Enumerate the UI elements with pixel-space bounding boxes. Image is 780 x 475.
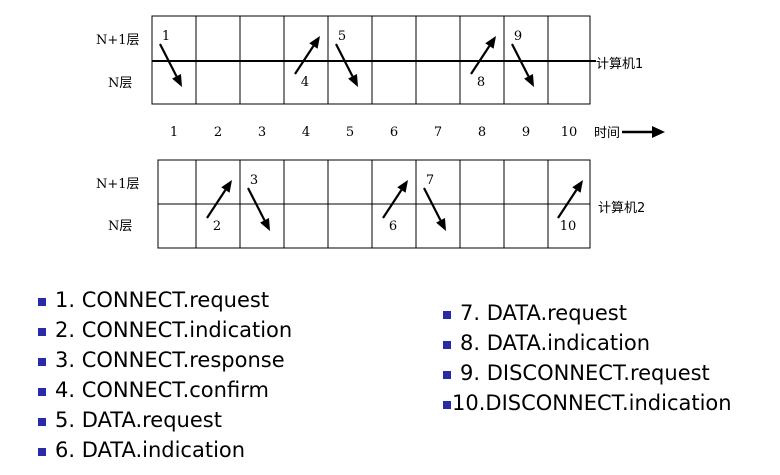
event-number-label: 2 bbox=[213, 219, 221, 234]
arrowhead-icon bbox=[260, 218, 270, 231]
computer-2-grid: 2 3 6 7 10 bbox=[157, 159, 591, 249]
computer-1-label: 计算机1 bbox=[596, 57, 643, 72]
c1-upper-layer-label: N+1层 bbox=[96, 33, 140, 48]
time-tick-label: 6 bbox=[390, 125, 398, 140]
time-tick-label: 5 bbox=[346, 125, 354, 140]
time-tick-label: 8 bbox=[478, 125, 486, 140]
event-1: 1 bbox=[159, 29, 182, 87]
arrow-down-icon bbox=[423, 187, 442, 221]
arrow-up-icon bbox=[294, 45, 315, 75]
arrow-down-icon bbox=[335, 43, 354, 77]
time-tick-label: 2 bbox=[214, 125, 222, 140]
time-tick-label: 10 bbox=[561, 125, 578, 140]
arrow-down-icon bbox=[247, 187, 266, 221]
event-8: 8 bbox=[470, 36, 496, 90]
event-number-label: 1 bbox=[162, 29, 170, 44]
legend-item-label: 7. DATA.request bbox=[460, 301, 627, 325]
arrow-up-icon bbox=[206, 189, 227, 219]
arrow-up-icon bbox=[557, 189, 578, 219]
legend-item-label: 10.DISCONNECT.indication bbox=[452, 391, 732, 415]
event-5: 5 bbox=[335, 29, 358, 87]
arrow-up-icon bbox=[470, 45, 491, 75]
computer-2-label: 计算机2 bbox=[598, 201, 645, 216]
event-number-label: 4 bbox=[301, 75, 309, 90]
legend-item-label: 5. DATA.request bbox=[55, 408, 222, 432]
event-2: 2 bbox=[206, 180, 232, 234]
event-4: 4 bbox=[294, 36, 320, 90]
time-tick-label: 3 bbox=[258, 125, 266, 140]
legend-item-label: 4. CONNECT.confirm bbox=[55, 378, 269, 402]
event-number-label: 10 bbox=[560, 219, 577, 234]
legend-item-label: 8. DATA.indication bbox=[460, 331, 651, 355]
arrowhead-icon bbox=[221, 180, 232, 193]
legend-item: 5. DATA.request bbox=[38, 405, 292, 435]
legend-item: 2. CONNECT.indication bbox=[38, 315, 292, 345]
legend-item-label: 2. CONNECT.indication bbox=[55, 318, 293, 342]
square-bullet-icon bbox=[443, 401, 451, 409]
c2-lower-layer-label: N层 bbox=[108, 219, 132, 234]
event-number-label: 8 bbox=[477, 75, 485, 90]
time-axis-label: 时间 bbox=[594, 126, 620, 141]
legend-item: 7. DATA.request bbox=[443, 298, 732, 328]
square-bullet-icon bbox=[38, 418, 46, 426]
legend-item: 9. DISCONNECT.request bbox=[443, 358, 732, 388]
legend-item: 10.DISCONNECT.indication bbox=[443, 388, 732, 418]
legend-item-label: 1. CONNECT.request bbox=[55, 288, 270, 312]
square-bullet-icon bbox=[38, 298, 46, 306]
arrowhead-icon bbox=[309, 36, 320, 49]
arrowhead-icon bbox=[485, 36, 496, 49]
legend-item: 1. CONNECT.request bbox=[38, 285, 292, 315]
time-tick-label: 7 bbox=[434, 125, 442, 140]
event-number-label: 5 bbox=[338, 29, 346, 44]
arrow-down-icon bbox=[159, 43, 178, 77]
computer-1-grid: 1 4 5 8 9 bbox=[151, 15, 596, 105]
time-tick-label: 1 bbox=[170, 125, 178, 140]
square-bullet-icon bbox=[443, 311, 451, 319]
layer-labels: N+1层 N层 计算机1 N+1层 N层 计算机2 bbox=[96, 33, 645, 234]
legend-item: 6. DATA.indication bbox=[38, 435, 292, 465]
event-number-label: 9 bbox=[514, 29, 522, 44]
event-number-label: 6 bbox=[389, 219, 397, 234]
legend-right: 7. DATA.request 8. DATA.indication 9. DISC… bbox=[443, 298, 732, 418]
square-bullet-icon bbox=[443, 341, 451, 349]
event-10: 10 bbox=[557, 180, 583, 234]
event-9: 9 bbox=[511, 29, 534, 87]
arrowhead-icon bbox=[397, 180, 408, 193]
time-arrow-icon bbox=[622, 126, 665, 138]
time-axis: 10 9 8 7 6 5 4 3 2 1 时间 bbox=[170, 125, 665, 141]
arrowhead-icon bbox=[348, 74, 358, 87]
square-bullet-icon bbox=[38, 448, 46, 456]
legend-left: 1. CONNECT.request 2. CONNECT.indication 3… bbox=[38, 285, 292, 465]
arrowhead-icon bbox=[524, 74, 534, 87]
square-bullet-icon bbox=[38, 388, 46, 396]
time-tick-label: 4 bbox=[302, 125, 310, 140]
time-tick-label: 9 bbox=[522, 125, 530, 140]
legend-item-label: 3. CONNECT.response bbox=[55, 348, 285, 372]
square-bullet-icon bbox=[38, 328, 46, 336]
legend-item-label: 6. DATA.indication bbox=[55, 438, 246, 462]
legend-item: 4. CONNECT.confirm bbox=[38, 375, 292, 405]
arrowhead-icon bbox=[172, 74, 182, 87]
legend-item: 3. CONNECT.response bbox=[38, 345, 292, 375]
legend-item-label: 9. DISCONNECT.request bbox=[460, 361, 710, 385]
arrow-down-icon bbox=[511, 43, 530, 77]
square-bullet-icon bbox=[443, 371, 451, 379]
arrowhead-icon bbox=[572, 180, 583, 193]
c1-lower-layer-label: N层 bbox=[108, 76, 132, 91]
arrow-up-icon bbox=[382, 189, 403, 219]
event-7: 7 bbox=[423, 173, 446, 231]
event-3: 3 bbox=[247, 173, 270, 231]
event-6: 6 bbox=[382, 180, 408, 234]
event-number-label: 7 bbox=[426, 173, 434, 188]
legend-item: 8. DATA.indication bbox=[443, 328, 732, 358]
arrowhead-icon bbox=[436, 218, 446, 231]
event-number-label: 3 bbox=[250, 173, 258, 188]
c2-upper-layer-label: N+1层 bbox=[96, 177, 140, 192]
square-bullet-icon bbox=[38, 358, 46, 366]
